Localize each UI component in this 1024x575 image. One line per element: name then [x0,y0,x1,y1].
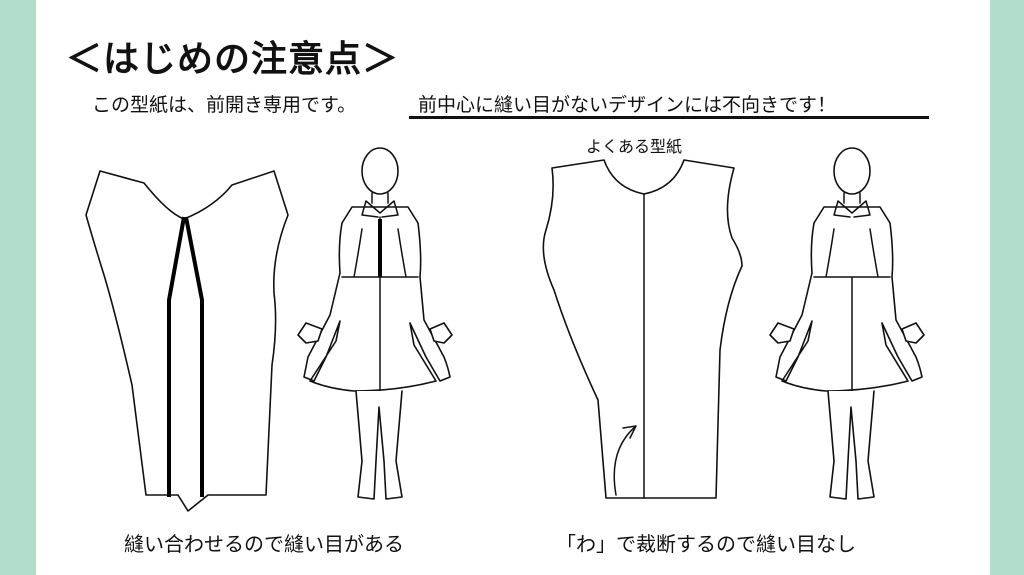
figure-with-center-seam [297,147,453,500]
subtitle-front-opening: この型紙は、前開き専用です。 [92,94,357,116]
slide: ＜はじめの注意点＞ この型紙は、前開き専用です。 前中心に縫い目がないデザインに… [36,0,990,575]
common-pattern-label: よくある型紙 [586,137,683,156]
slide-title: ＜はじめの注意点＞ [66,39,400,80]
caption-no-seam: 「わ」で裁断するので縫い目なし [556,532,856,556]
front-opening-pattern [85,170,289,512]
caption-seam: 縫い合わせるので縫い目がある [124,532,404,556]
fold-cut-pattern [542,159,743,499]
figure-without-seam [769,147,925,500]
subtitle-warning: 前中心に縫い目がないデザインには不向きです！ [418,94,837,116]
warning-underline [409,116,929,119]
